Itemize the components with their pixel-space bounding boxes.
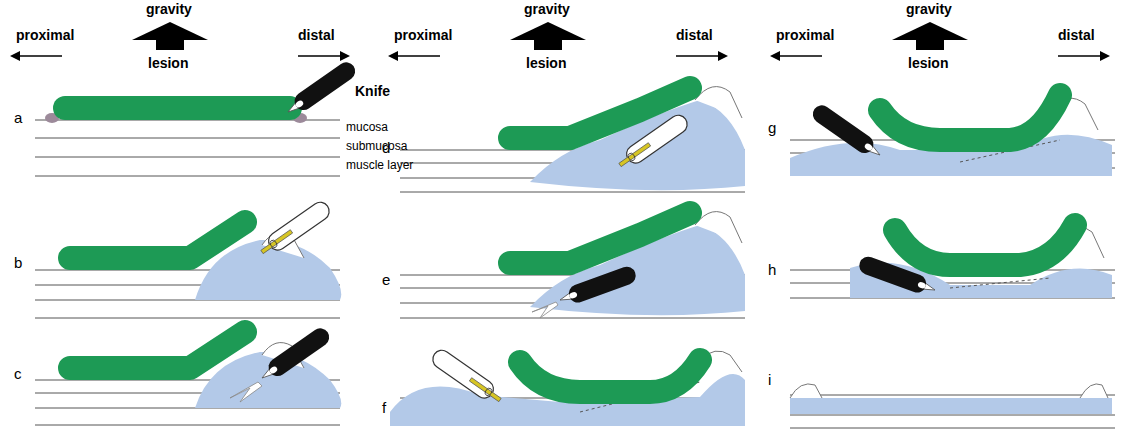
lesion-label: lesion xyxy=(908,56,948,71)
gravity-label: gravity xyxy=(146,2,192,17)
incision-spark xyxy=(230,302,558,402)
gravity-label: gravity xyxy=(906,2,952,17)
panel-letter: g xyxy=(768,120,776,137)
layer-label: submucosa xyxy=(346,140,407,153)
panel-letter: e xyxy=(382,272,390,289)
lesion-label: lesion xyxy=(148,56,188,71)
mucosal-flap xyxy=(262,87,1108,398)
direction-label: distal xyxy=(676,28,713,43)
panel-letter: a xyxy=(14,110,22,127)
lesion-mucosa xyxy=(65,88,1075,392)
direction-label: proximal xyxy=(16,28,74,43)
direction-label: distal xyxy=(298,28,335,43)
direction-label: proximal xyxy=(776,28,834,43)
panel-letter: c xyxy=(14,366,22,383)
layer-label: muscle layer xyxy=(346,159,413,172)
panel-letter: i xyxy=(768,372,771,389)
panel-letter: b xyxy=(14,255,22,272)
panel-letter: h xyxy=(768,262,776,279)
direction-label: distal xyxy=(1058,28,1095,43)
instrument-label: Knife xyxy=(355,84,390,99)
layer-label: mucosa xyxy=(346,121,388,134)
gravity-label: gravity xyxy=(524,2,570,17)
lesion-label: lesion xyxy=(526,56,566,71)
knife xyxy=(257,59,938,408)
panel-letter: f xyxy=(382,400,386,417)
panel-letter: d xyxy=(382,140,390,157)
direction-label: proximal xyxy=(394,28,452,43)
